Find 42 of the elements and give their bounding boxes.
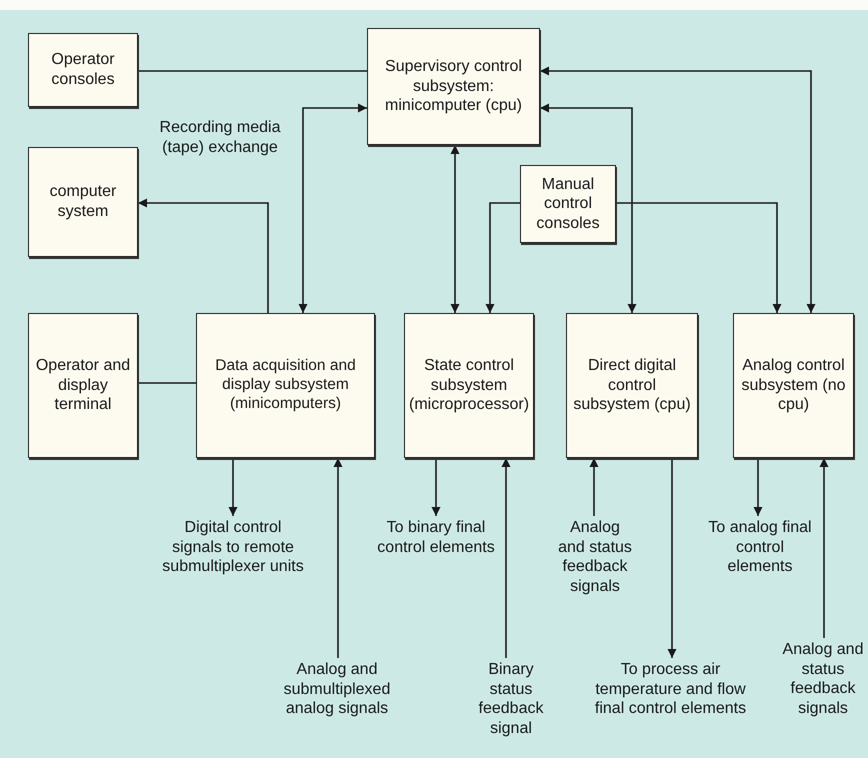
arrow <box>590 458 598 516</box>
box-label: Manual control consoles <box>535 174 601 234</box>
arrow <box>540 104 636 313</box>
box-label: Supervisory control subsystem: minicomputer (cpu) <box>384 57 523 116</box>
signal-label: Analog and status feedback signals <box>782 640 864 718</box>
signal-label: Binary status feedback signal <box>478 660 544 738</box>
signal-label: Analog and status feedback signals <box>557 518 633 596</box>
subsystem-box <box>28 147 138 257</box>
signal-label: To process air temperature and flow final control elements <box>594 660 748 719</box>
box-label: Operator and display terminal <box>35 356 131 415</box>
arrow <box>502 458 510 658</box>
subsystem-box <box>733 313 854 458</box>
arrow <box>668 458 676 658</box>
signal-label: Digital control signals to remote submultiplexer units <box>161 518 305 577</box>
subsystem-box <box>520 165 616 243</box>
subsystem-box <box>566 313 698 458</box>
arrow <box>820 458 828 638</box>
arrow <box>450 145 460 313</box>
box-label: Operator consoles <box>50 50 116 90</box>
subsystem-box <box>28 33 138 107</box>
box-label: Analog control subsystem (no cpu) <box>740 356 847 415</box>
subsystem-box <box>196 313 375 458</box>
box-label: Data acquisition and display subsystem (minicomputers) <box>214 357 357 414</box>
arrow <box>298 104 367 313</box>
arrow <box>486 202 520 313</box>
subsystem-box <box>367 28 540 145</box>
signal-label: To analog final control elements <box>707 518 813 577</box>
box-label: computer system <box>48 182 118 222</box>
arrow <box>138 198 269 313</box>
arrow <box>616 202 782 313</box>
subsystem-box <box>404 313 534 458</box>
arrow <box>228 458 238 516</box>
edge-label: Recording media (tape) exchange <box>158 118 282 158</box>
box-label: State control subsystem (microprocessor) <box>409 356 530 415</box>
box-label: Direct digital control subsystem (cpu) <box>573 356 691 415</box>
signal-label: To binary final control elements <box>376 518 496 558</box>
arrow <box>754 458 762 516</box>
arrow <box>432 458 440 516</box>
subsystem-box <box>28 313 138 458</box>
arrow <box>334 458 342 658</box>
arrow <box>540 66 816 313</box>
signal-label: Analog and submultiplexed analog signals <box>282 660 392 719</box>
